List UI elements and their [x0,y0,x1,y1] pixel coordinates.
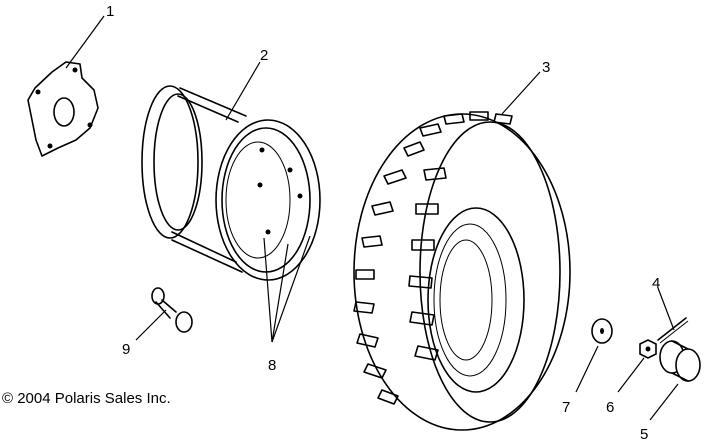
hub-plate [27,61,99,157]
callout-2: 2 [260,47,268,64]
wheel-rim [141,85,321,281]
copyright-notice: © 2004 Polaris Sales Inc. [2,390,171,407]
callout-1: 1 [106,3,114,20]
callout-7: 7 [562,399,570,416]
tire [353,111,571,431]
hub-cap [659,340,701,382]
callout-5: 5 [640,426,648,443]
callout-8: 8 [268,357,276,374]
tire-tread [353,111,513,405]
callout-4: 4 [652,275,660,292]
callout-6: 6 [606,399,614,416]
callout-3: 3 [542,59,550,76]
cotter-pin [657,317,689,344]
leader-lines [65,15,679,421]
callout-9: 9 [122,341,130,358]
valve-stem [151,287,193,333]
washer [591,318,613,344]
castle-nut [639,339,657,359]
